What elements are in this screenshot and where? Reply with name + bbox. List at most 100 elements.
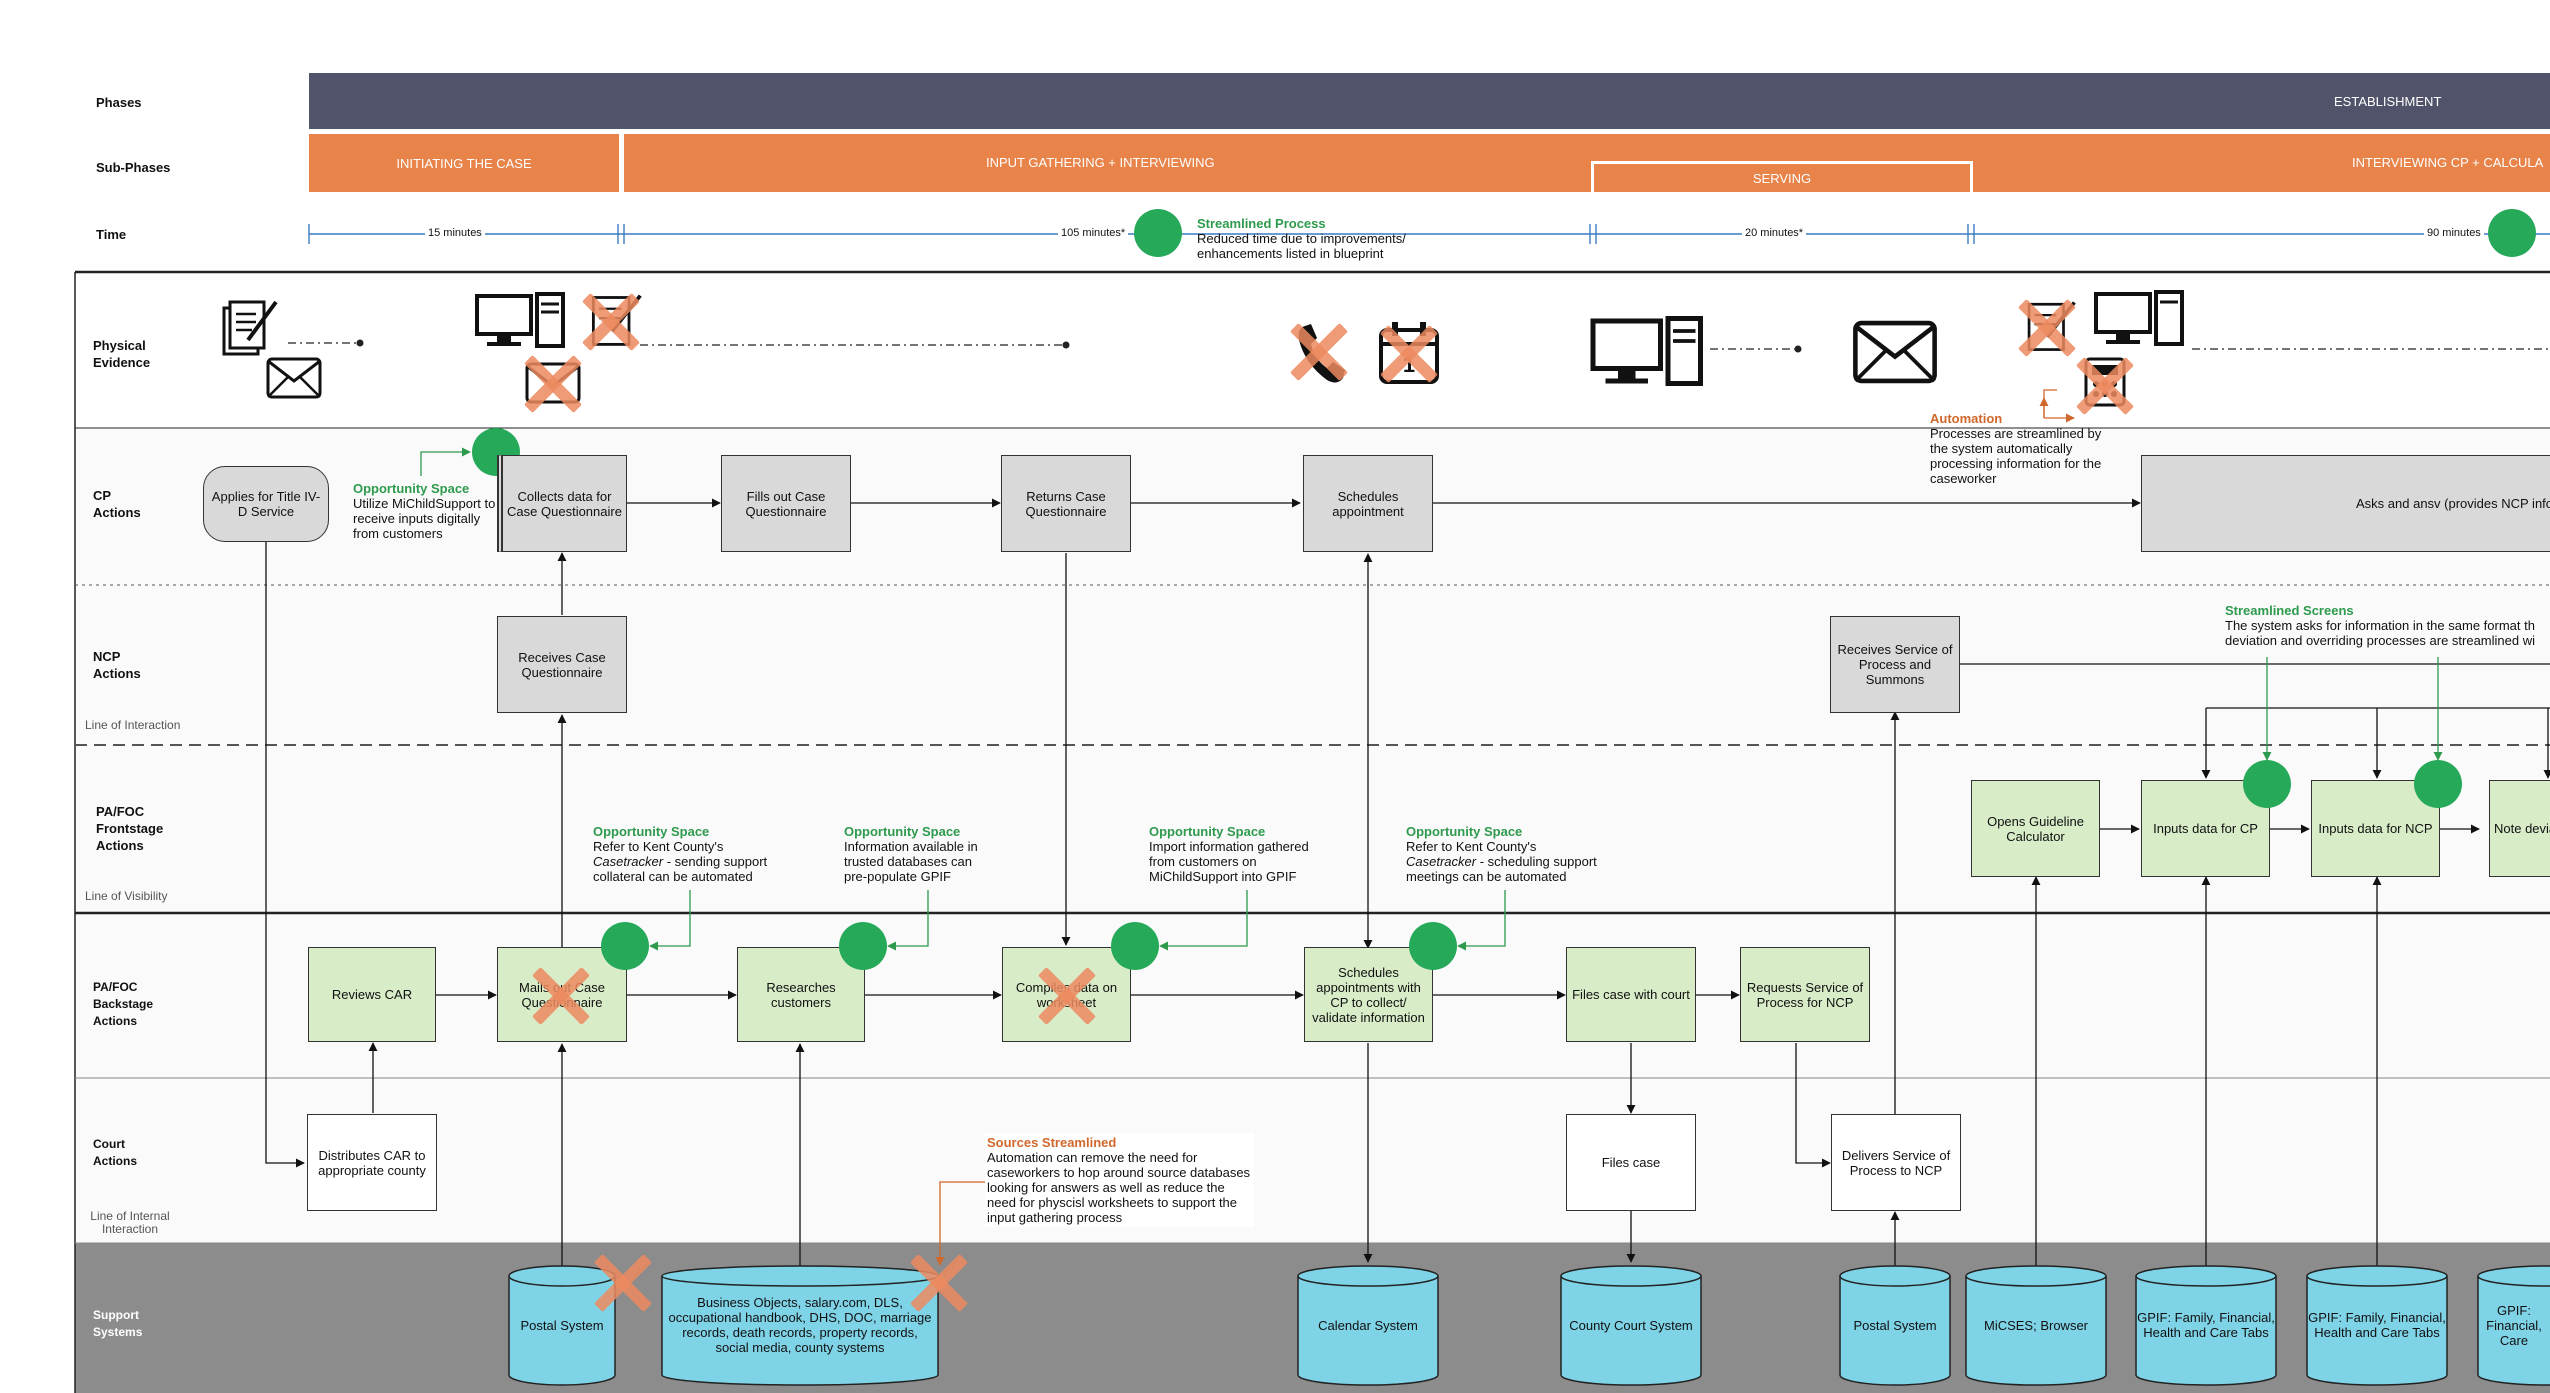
improvement-circle-mails [601, 922, 649, 970]
improvement-circle-researches [839, 922, 887, 970]
note-sources-streamlined-body: Automation can remove the need for casew… [987, 1150, 1251, 1225]
row-label-sub-phases: Sub-Phases [96, 160, 171, 175]
envelope-icon [266, 357, 322, 399]
improvement-circle-inputs-ncp [2414, 760, 2462, 808]
computer-icon-2 [1590, 316, 1703, 386]
removed-x-mark-mails [530, 964, 592, 1026]
note-automation: Automation Processes are streamlined by … [1930, 411, 2120, 486]
note-sources-streamlined-title: Sources Streamlined [987, 1135, 1117, 1150]
support-micses-browser: MiCSES; Browser [1983, 1317, 2089, 1333]
note-streamlined-screens: Streamlined Screens The system asks for … [2225, 603, 2550, 648]
removed-x-mark-phone [1288, 320, 1350, 382]
back-reviews-car: Reviews CAR [308, 947, 436, 1042]
note-opportunity-import: Opportunity Space Import information gat… [1149, 824, 1329, 884]
note-streamlined-screens-title: Streamlined Screens [2225, 603, 2354, 618]
note-opportunity-kent-1-a: Refer to Kent County's [593, 839, 724, 854]
support-gpif-2: GPIF: Family, Financial, Health and Care… [2308, 1310, 2446, 1340]
note-opportunity-import-title: Opportunity Space [1149, 824, 1266, 839]
note-opportunity-michild: Opportunity Space Utilize MiChildSupport… [353, 481, 498, 541]
removed-x-mark-pe-2 [522, 352, 584, 414]
back-files-case-with-court: Files case with court [1566, 947, 1696, 1042]
row-label-physical-evidence: Physical Evidence [93, 338, 151, 370]
removed-x-mark-calculator [2074, 354, 2136, 416]
note-opportunity-gpif-body: Information available in trusted databas… [844, 839, 978, 884]
support-gpif-3: GPIF: Financial, Care [2486, 1302, 2542, 1348]
back-researches-customers: Researches customers [737, 947, 865, 1042]
note-automation-body: Processes are streamlined by the system … [1930, 426, 2102, 486]
sub-phase-interviewing-label: INTERVIEWING CP + CALCULA [2352, 155, 2544, 170]
cp-asks-and-answers: Asks and ansv (provides NCP information … [2141, 455, 2550, 552]
court-distributes-car: Distributes CAR to appropriate county [307, 1114, 437, 1211]
removed-x-mark-business [908, 1251, 970, 1313]
phase-establishment: ESTABLISHMENT [2334, 93, 2442, 109]
sub-phase-input-gathering: INPUT GATHERING + INTERVIEWING INTERVIEW… [624, 134, 2550, 192]
note-opportunity-gpif-title: Opportunity Space [844, 824, 961, 839]
note-opportunity-kent-2-title: Opportunity Space [1406, 824, 1523, 839]
note-streamlined-process-body: Reduced time due to improvements/ enhanc… [1197, 231, 1406, 261]
cp-applies: Applies for Title IV-D Service [203, 466, 329, 542]
phase-bar: ESTABLISHMENT [309, 73, 2550, 129]
row-label-support: Support Systems [93, 1308, 143, 1339]
cp-schedules-appointment: Schedules appointment [1303, 455, 1433, 552]
note-opportunity-michild-body: Utilize MiChildSupport to receive inputs… [353, 496, 496, 541]
note-streamlined-process: Streamlined Process Reduced time due to … [1197, 216, 1447, 261]
removed-x-mark-pe-1 [580, 290, 642, 352]
note-streamlined-process-title: Streamlined Process [1197, 216, 1326, 231]
row-label-time: Time [96, 227, 127, 242]
support-postal-system-2: Postal System [1853, 1317, 1937, 1333]
row-label-phases: Phases [96, 95, 142, 110]
line-of-interaction-label: Line of Interaction [85, 718, 181, 732]
improvement-circle-compiles [1111, 922, 1159, 970]
line-of-visibility-label: Line of Visibility [85, 889, 168, 903]
note-opportunity-kent-1-i: Casetracker [593, 854, 664, 869]
back-schedules-appointments: Schedules appointments with CP to collec… [1304, 947, 1433, 1042]
time-label-3: 20 minutes* [1742, 227, 1807, 239]
time-label-4: 90 minutes [2424, 227, 2484, 239]
removed-x-mark-calendar [1378, 322, 1440, 384]
cp-asks-and-answers-label: Asks and ansv (provides NCP information … [2356, 496, 2550, 511]
front-opens-calculator: Opens Guideline Calculator [1971, 780, 2100, 877]
note-sources-streamlined: Sources Streamlined Automation can remov… [985, 1133, 1254, 1227]
note-opportunity-kent-2-i: Casetracker [1406, 854, 1477, 869]
support-business-objects: Business Objects, salary.com, DLS, occup… [668, 1295, 932, 1355]
note-opportunity-kent-1: Opportunity Space Refer to Kent County's… [593, 824, 783, 884]
improvement-circle-time [1134, 209, 1182, 257]
note-automation-title: Automation [1930, 411, 2003, 426]
front-notes-deviations: Note devia [2489, 780, 2550, 877]
note-opportunity-michild-title: Opportunity Space [353, 481, 470, 496]
sub-phase-serving: SERVING [1591, 161, 1973, 192]
row-label-ncp-actions: NCP Actions [93, 649, 141, 681]
court-delivers-service: Delivers Service of Process to NCP [1831, 1114, 1961, 1211]
improvement-circle-schedules [1409, 922, 1457, 970]
note-opportunity-import-body: Import information gathered from custome… [1149, 839, 1309, 884]
document-pen-icon [222, 300, 278, 356]
removed-x-mark-compiles [1036, 964, 1098, 1026]
time-label-1: 15 minutes [425, 227, 485, 239]
row-label-frontstage: PA/FOC Frontstage Actions [96, 804, 164, 853]
row-label-court: Court Actions [93, 1137, 138, 1168]
note-opportunity-kent-1-b: - sending support collateral can be auto… [593, 854, 768, 884]
back-requests-service: Requests Service of Process for NCP [1740, 947, 1870, 1042]
cp-fills-out-questionnaire: Fills out Case Questionnaire [721, 455, 851, 552]
support-calendar-system: Calendar System [1318, 1317, 1418, 1333]
court-files-case: Files case [1566, 1114, 1696, 1211]
note-opportunity-kent-2: Opportunity Space Refer to Kent County's… [1406, 824, 1601, 884]
cp-collects-data: Collects data for Case Questionnaire [497, 455, 627, 552]
computer-icon-3 [2094, 290, 2184, 346]
note-opportunity-gpif: Opportunity Space Information available … [844, 824, 994, 884]
removed-x-mark-pe-3 [2016, 296, 2078, 358]
improvement-circle-inputs-cp [2243, 760, 2291, 808]
removed-x-mark-postal [592, 1251, 654, 1313]
row-label-cp-actions: CP Actions [93, 488, 141, 520]
cp-returns-questionnaire: Returns Case Questionnaire [1001, 455, 1131, 552]
support-postal-system-1: Postal System [520, 1317, 604, 1333]
computer-icon-1 [475, 292, 565, 348]
ncp-receives-service: Receives Service of Process and Summons [1830, 616, 1960, 713]
note-opportunity-kent-1-title: Opportunity Space [593, 824, 710, 839]
line-of-internal-interaction-label: Line of Internal Interaction [90, 1209, 170, 1236]
ncp-receives-questionnaire: Receives Case Questionnaire [497, 616, 627, 713]
envelope-icon-3 [1853, 320, 1937, 384]
row-label-backstage: PA/FOC Backstage Actions [93, 980, 154, 1028]
improvement-circle-time-2 [2488, 209, 2536, 257]
